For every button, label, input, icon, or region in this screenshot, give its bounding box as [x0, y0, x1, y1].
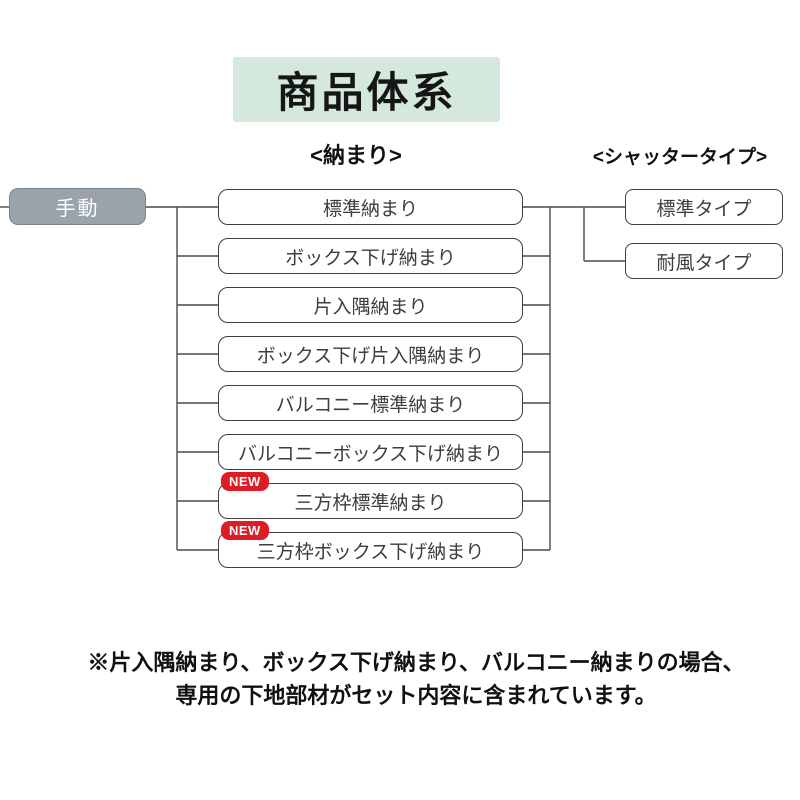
nakamari-column-header: <納まり> — [310, 143, 402, 168]
nakamari-node-box-lowered: ボックス下げ納まり — [218, 238, 523, 274]
page-title: 商品体系 — [233, 57, 500, 122]
nakamari-node-single-corner: 片入隅納まり — [218, 287, 523, 323]
footnote: ※片入隅納まり、ボックス下げ納まり、バルコニー納まりの場合、 専用の下地部材がセ… — [32, 646, 800, 712]
nakamari-node-three-way-frame-box-lowered: NEW 三方枠ボックス下げ納まり — [218, 521, 523, 568]
footnote-line-1: ※片入隅納まり、ボックス下げ納まり、バルコニー納まりの場合、 — [87, 650, 745, 675]
nakamari-node-box-lowered-single-corner: ボックス下げ片入隅納まり — [218, 336, 523, 372]
node-label: 三方枠ボックス下げ納まり — [256, 541, 485, 563]
shutter-type-column-header: <シャッタータイプ> — [592, 147, 768, 168]
node-label: ボックス下げ納まり — [285, 247, 456, 269]
node-label: 耐風タイプ — [656, 252, 752, 274]
footnote-line-2: 専用の下地部材がセット内容に含まれています。 — [175, 683, 657, 708]
node-label: 三方枠標準納まり — [294, 492, 447, 514]
manual-node-label: 手動 — [55, 198, 100, 220]
node-label: 片入隅納まり — [313, 296, 428, 318]
nakamari-node-balcony-box-lowered: バルコニーボックス下げ納まり — [218, 434, 523, 470]
node-label: バルコニーボックス下げ納まり — [237, 443, 504, 465]
new-badge: NEW — [221, 472, 269, 491]
nakamari-node-three-way-frame-standard: NEW 三方枠標準納まり — [218, 472, 523, 519]
nakamari-node-standard: 標準納まり — [218, 189, 523, 225]
new-badge: NEW — [221, 521, 269, 540]
shutter-node-wind-resistant-type: 耐風タイプ — [625, 243, 783, 279]
node-label: 標準納まり — [322, 198, 418, 220]
shutter-node-standard-type: 標準タイプ — [625, 189, 783, 225]
manual-node: 手動 — [9, 188, 146, 225]
node-label: バルコニー標準納まり — [275, 394, 466, 416]
node-label: 標準タイプ — [656, 198, 752, 220]
node-label: ボックス下げ片入隅納まり — [256, 345, 485, 367]
nakamari-node-balcony-standard: バルコニー標準納まり — [218, 385, 523, 421]
